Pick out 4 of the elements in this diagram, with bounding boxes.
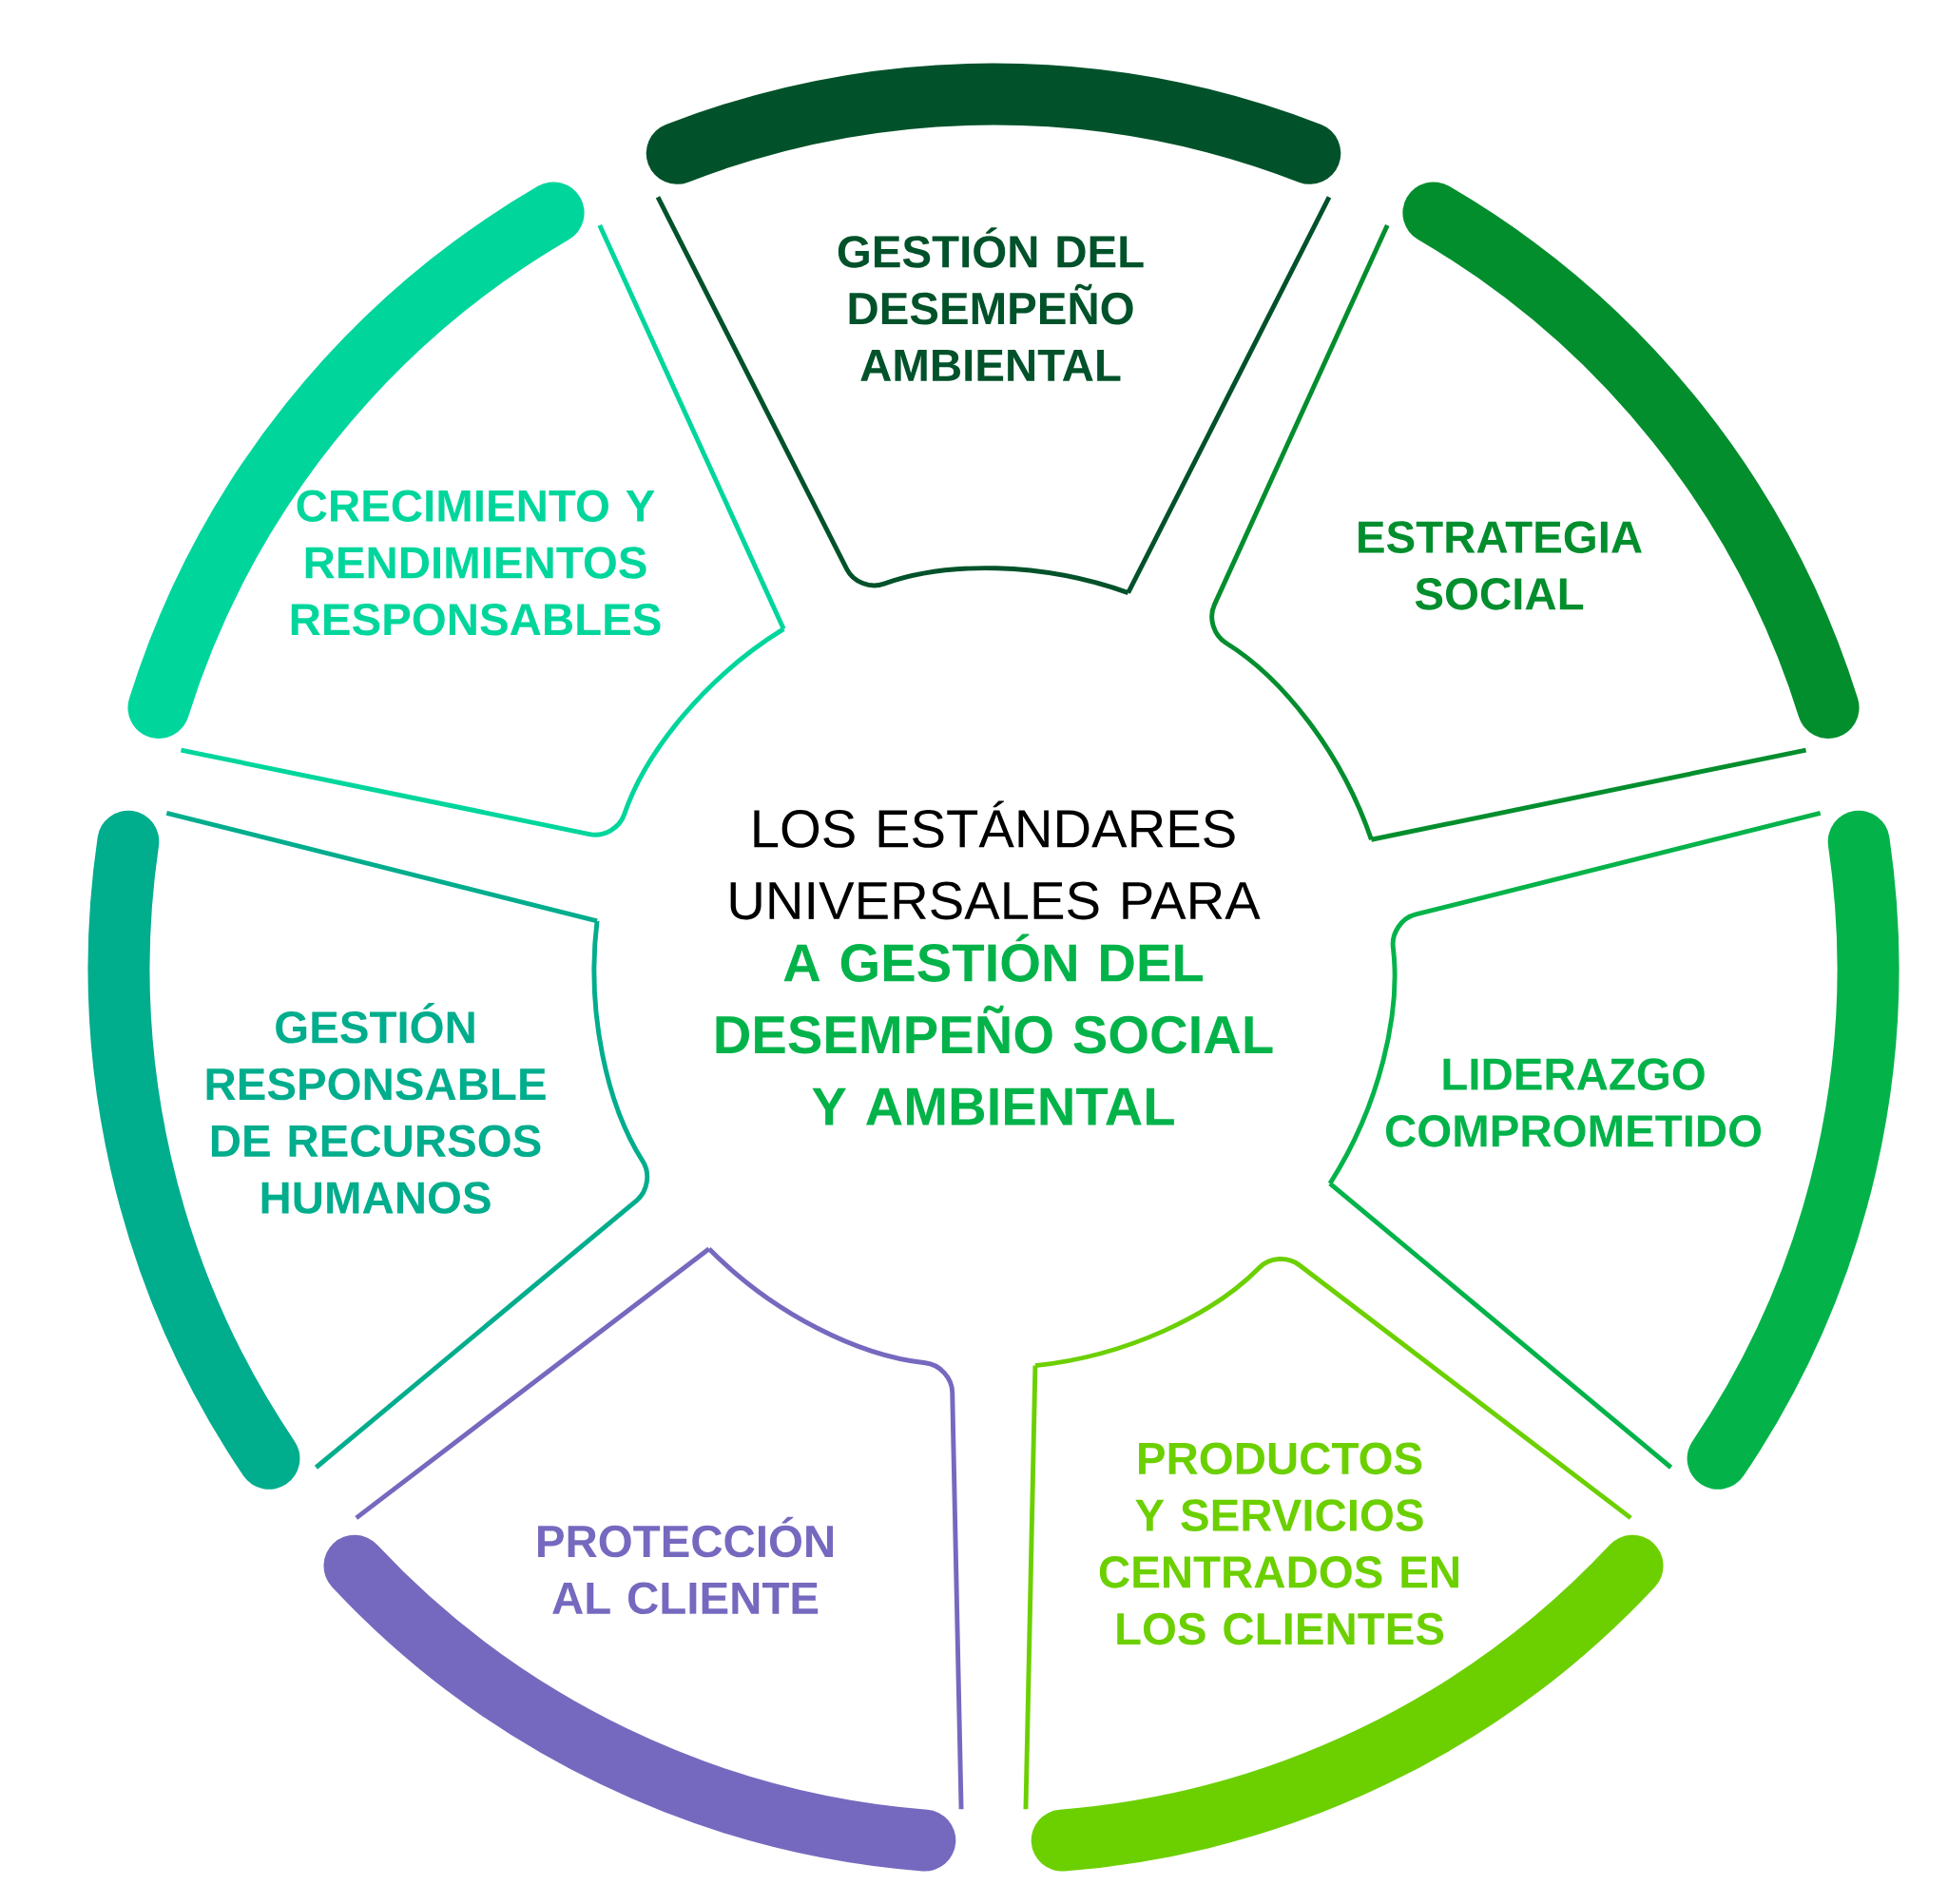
center-title: A GESTIÓN DEL DESEMPEÑO SOCIAL Y AMBIENTAL <box>716 933 1273 1125</box>
segment: GESTIÓN RESPONSABLE DE RECURSOS HUMANOS <box>87 810 650 1490</box>
segment: PROTECCIÓN AL CLIENTE <box>323 1246 964 1872</box>
segment: PRODUCTOS Y SERVICIOS CENTRADOS EN LOS CLIENTES <box>1023 1257 1664 1872</box>
